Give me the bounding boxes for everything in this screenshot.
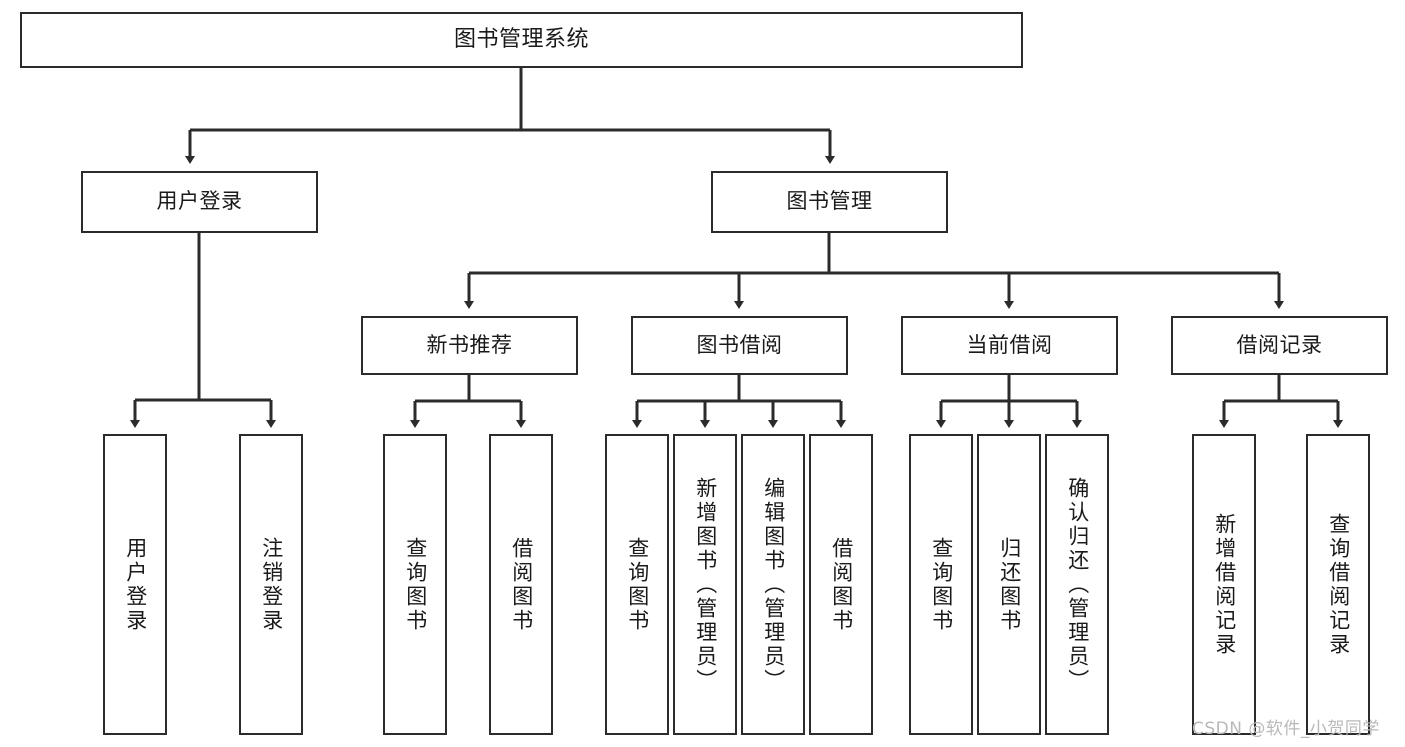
node-leaf-query-borrow-record[interactable]: 查询借阅记录 <box>1306 434 1370 735</box>
node-new-book-recommendation[interactable]: 新书推荐 <box>361 316 578 375</box>
node-label: 借阅记录 <box>1236 332 1323 357</box>
node-label: 查询图书 <box>929 536 954 633</box>
node-label: 新增借阅记录 <box>1212 512 1237 657</box>
node-book-management[interactable]: 图书管理 <box>711 171 948 233</box>
node-user-login[interactable]: 用户登录 <box>81 171 318 233</box>
watermark-text: CSDN @软件_小贺同学 <box>1192 719 1380 739</box>
node-label: 新书推荐 <box>426 332 513 357</box>
node-label: 注销登录 <box>259 536 284 633</box>
node-current-borrowing[interactable]: 当前借阅 <box>901 316 1118 375</box>
node-label: 借阅图书 <box>829 536 854 633</box>
node-leaf-add-borrow-record[interactable]: 新增借阅记录 <box>1192 434 1256 735</box>
node-leaf-user-login[interactable]: 用户登录 <box>103 434 167 735</box>
node-label: 图书管理 <box>786 189 873 214</box>
node-label: 当前借阅 <box>966 332 1053 357</box>
node-book-borrowing[interactable]: 图书借阅 <box>631 316 848 375</box>
node-root-book-management-system[interactable]: 图书管理系统 <box>20 12 1023 68</box>
node-leaf-return-books[interactable]: 归还图书 <box>977 434 1041 735</box>
node-leaf-query-books-current[interactable]: 查询图书 <box>909 434 973 735</box>
node-leaf-borrow-books[interactable]: 借阅图书 <box>809 434 873 735</box>
node-leaf-confirm-return-admin[interactable]: 确认归还（管理员） <box>1045 434 1109 735</box>
node-leaf-edit-book-admin[interactable]: 编辑图书（管理员） <box>741 434 805 735</box>
node-label: 图书借阅 <box>696 332 783 357</box>
node-leaf-query-books-newbook[interactable]: 查询图书 <box>383 434 447 735</box>
node-label: 用户登录 <box>156 189 243 214</box>
node-leaf-add-book-admin[interactable]: 新增图书（管理员） <box>673 434 737 735</box>
node-label: 借阅图书 <box>509 536 534 633</box>
node-label: 编辑图书（管理员） <box>761 476 786 693</box>
node-label: 确认归还（管理员） <box>1065 476 1090 693</box>
node-leaf-query-books-borrow[interactable]: 查询图书 <box>605 434 669 735</box>
node-label: 用户登录 <box>123 536 148 633</box>
node-leaf-logout[interactable]: 注销登录 <box>239 434 303 735</box>
node-label: 查询图书 <box>625 536 650 633</box>
node-label: 查询图书 <box>403 536 428 633</box>
node-leaf-borrow-books-newbook[interactable]: 借阅图书 <box>489 434 553 735</box>
node-label: 查询借阅记录 <box>1326 512 1351 657</box>
node-label: 图书管理系统 <box>453 26 589 52</box>
node-label: 新增图书（管理员） <box>693 476 718 693</box>
node-label: 归还图书 <box>997 536 1022 633</box>
node-borrow-records[interactable]: 借阅记录 <box>1171 316 1388 375</box>
